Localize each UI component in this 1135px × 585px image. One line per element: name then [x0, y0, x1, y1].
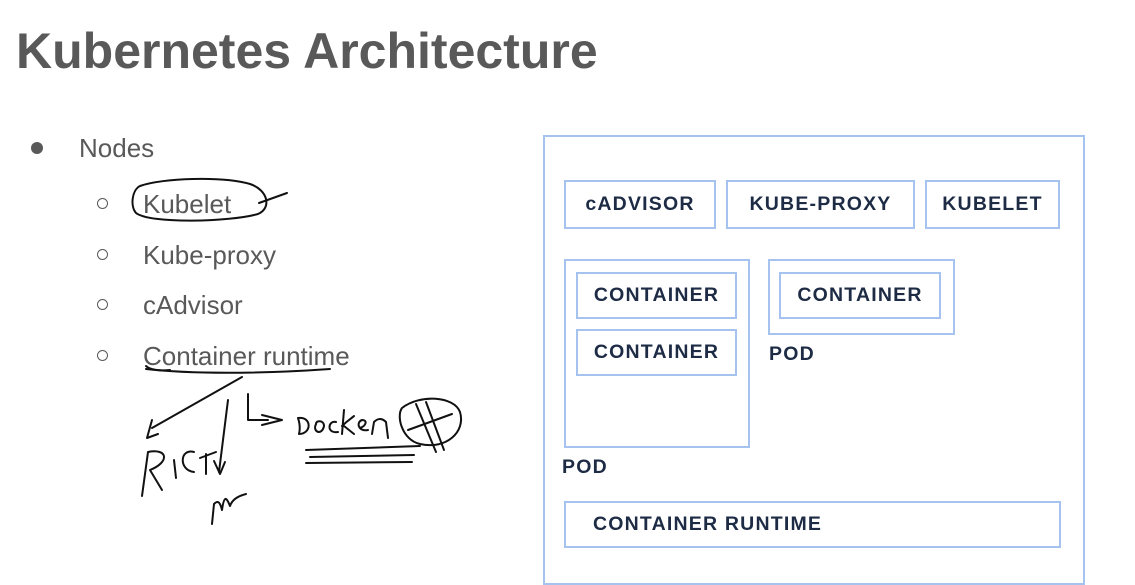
- kube-proxy-box: KUBE-PROXY: [726, 180, 915, 229]
- cadvisor-box: cADVISOR: [564, 180, 716, 229]
- ink-circle: [131, 177, 268, 222]
- ink-squiggle: [211, 493, 247, 525]
- pod-1-label: POD: [562, 456, 608, 478]
- pod-1-container-2: CONTAINER: [576, 329, 737, 376]
- subbullet-text: Kubelet: [143, 189, 232, 219]
- hollow-bullet-icon: [97, 198, 108, 209]
- filled-bullet-icon: [31, 142, 43, 154]
- ink-underline: [145, 368, 331, 374]
- handwritten-annotations: [131, 177, 463, 525]
- ink-docker-underline: [305, 445, 421, 464]
- ink-arrow-down: [218, 399, 229, 473]
- hollow-bullet-icon: [97, 299, 108, 310]
- pod-1-container-1: CONTAINER: [576, 272, 737, 319]
- ink-cross: [407, 401, 453, 453]
- container-runtime-box: CONTAINER RUNTIME: [564, 501, 1061, 548]
- ink-tail: [258, 192, 288, 204]
- ink-arrow-left-head: [146, 419, 159, 439]
- ink-docker-crossed-circle: [398, 397, 463, 447]
- hollow-bullet-icon: [97, 350, 108, 361]
- hollow-bullet-icon: [97, 249, 108, 260]
- subbullet-text: cAdvisor: [143, 290, 243, 320]
- page-title: Kubernetes Architecture: [16, 23, 598, 79]
- subbullet-text: Container runtime: [143, 341, 350, 371]
- kubelet-box: KUBELET: [925, 180, 1060, 229]
- ink-arrow-down-head: [213, 460, 226, 475]
- ink-underline-hook: [145, 365, 171, 372]
- ink-arrow-left: [151, 376, 243, 429]
- subbullet-text: Kube-proxy: [143, 240, 276, 270]
- ink-arrow-right-head: [261, 414, 283, 426]
- ink-docker-word: [297, 409, 389, 439]
- ink-arrow-right: [247, 393, 269, 421]
- ink-rkt: [141, 450, 217, 497]
- pod-2-container-1: CONTAINER: [779, 272, 941, 319]
- pod-2-label: POD: [769, 343, 815, 365]
- bullet-text: Nodes: [79, 133, 155, 163]
